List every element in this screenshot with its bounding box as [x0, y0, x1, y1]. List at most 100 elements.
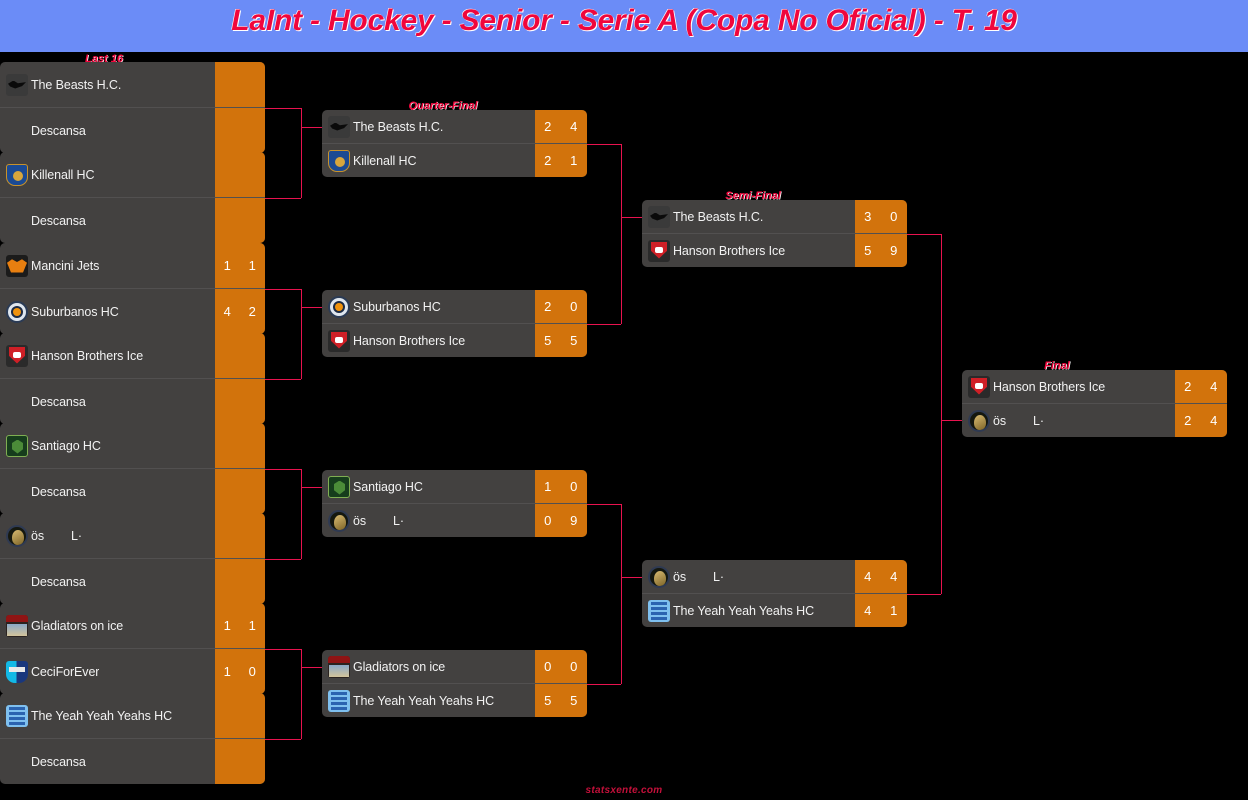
match-row[interactable]: Descansa — [0, 107, 265, 153]
team-cell[interactable]: Santiago HC — [322, 470, 535, 503]
team-cell[interactable]: ös L· — [642, 560, 855, 593]
match-row[interactable]: Descansa — [0, 558, 265, 604]
match-card[interactable]: Killenall HC Descansa — [0, 152, 265, 243]
team-cell[interactable]: The Beasts H.C. — [0, 62, 215, 107]
crest-suburbanos-icon — [328, 295, 350, 318]
match-row[interactable]: Descansa — [0, 738, 265, 784]
page-title: LaInt - Hockey - Senior - Serie A (Copa … — [231, 4, 1017, 37]
score-value: 9 — [570, 513, 578, 528]
crest-gladiators-icon — [328, 655, 350, 678]
connector-horizontal — [587, 323, 621, 325]
match-row[interactable]: The Beasts H.C. — [0, 62, 265, 107]
match-row[interactable]: The Yeah Yeah Yeahs HC — [0, 693, 265, 738]
team-cell[interactable]: The Beasts H.C. — [322, 110, 535, 143]
team-cell[interactable]: Descansa — [0, 739, 215, 784]
team-cell[interactable]: Killenall HC — [322, 144, 535, 177]
team-cell[interactable]: CeciForEver — [0, 649, 215, 694]
match-card[interactable]: Santiago HC Descansa — [0, 423, 265, 514]
team-cell[interactable]: ös L· — [0, 513, 215, 558]
crest-hanson-icon — [328, 329, 350, 352]
connector-horizontal — [265, 468, 301, 470]
team-cell[interactable]: Killenall HC — [0, 152, 215, 197]
connector-horizontal — [265, 558, 301, 560]
match-row[interactable]: Descansa — [0, 197, 265, 243]
team-name: Killenall HC — [353, 153, 417, 168]
score-cell — [215, 198, 265, 243]
team-cell[interactable]: Hanson Brothers Ice — [322, 324, 535, 357]
team-cell[interactable]: ös L· — [962, 404, 1175, 437]
match-row[interactable]: Descansa — [0, 468, 265, 514]
score-value: 0 — [890, 209, 898, 224]
team-name: Killenall HC — [31, 167, 95, 182]
team-cell[interactable]: Hanson Brothers Ice — [962, 370, 1175, 403]
team-cell[interactable]: Descansa — [0, 198, 215, 243]
connector-horizontal — [941, 420, 962, 422]
team-cell[interactable]: Hanson Brothers Ice — [642, 234, 855, 267]
score-value: 4 — [570, 119, 578, 134]
match-row[interactable]: Descansa — [0, 378, 265, 424]
team-cell[interactable]: The Yeah Yeah Yeahs HC — [322, 684, 535, 717]
score-value: 5 — [570, 333, 578, 348]
team-cell[interactable]: Descansa — [0, 379, 215, 424]
team-cell[interactable]: Descansa — [0, 469, 215, 514]
team-cell[interactable]: The Yeah Yeah Yeahs HC — [0, 693, 215, 738]
team-cell[interactable]: Gladiators on ice — [322, 650, 535, 683]
match-card[interactable]: ös L·Descansa — [0, 513, 265, 604]
team-cell[interactable]: The Beasts H.C. — [642, 200, 855, 233]
match-row[interactable]: Hanson Brothers Ice — [0, 333, 265, 378]
team-cell[interactable]: Descansa — [0, 559, 215, 604]
team-cell[interactable]: Santiago HC — [0, 423, 215, 468]
match-row[interactable]: Santiago HC — [0, 423, 265, 468]
connector-vertical — [941, 233, 942, 594]
match-row[interactable]: Killenall HC — [0, 152, 265, 197]
connector-horizontal — [587, 503, 621, 505]
team-name: Santiago HC — [31, 438, 101, 453]
team-cell[interactable]: Mancini Jets — [0, 243, 215, 288]
score-value: 2 — [1184, 379, 1192, 394]
team-cell[interactable]: Gladiators on ice — [0, 603, 215, 648]
score-value: 4 — [223, 304, 232, 319]
team-cell[interactable]: ös L· — [322, 504, 535, 537]
team-cell[interactable]: Descansa — [0, 108, 215, 153]
team-cell[interactable]: The Yeah Yeah Yeahs HC — [642, 594, 855, 627]
team-cell[interactable]: Suburbanos HC — [322, 290, 535, 323]
match-card[interactable]: The Beasts H.C.Descansa — [0, 62, 265, 153]
team-cell[interactable]: Suburbanos HC — [0, 289, 215, 334]
team-name: The Beasts H.C. — [353, 119, 444, 134]
team-cell[interactable]: Hanson Brothers Ice — [0, 333, 215, 378]
team-name: Suburbanos HC — [31, 304, 119, 319]
score-value: 4 — [890, 569, 898, 584]
match-row[interactable]: ös L· — [0, 513, 265, 558]
